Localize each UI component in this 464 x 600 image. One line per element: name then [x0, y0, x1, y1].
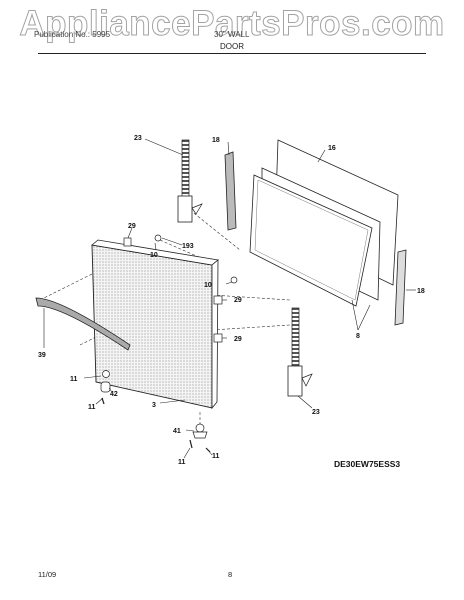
callout-29-low: 29 — [234, 336, 242, 343]
model-number: DE30EW75ESS3 — [334, 459, 401, 469]
callout-42: 42 — [110, 391, 118, 398]
callout-labels: 23 18 16 29 193 10 10 29 18 8 39 29 11 4… — [38, 135, 425, 466]
glass-panels-part-8 — [249, 167, 381, 307]
callout-41: 41 — [173, 428, 181, 435]
watermark: AppliancePartsPros.com — [19, 4, 445, 44]
callout-193: 193 — [182, 243, 194, 250]
callout-16: 16 — [328, 145, 336, 152]
hinge-part-23-top — [177, 139, 203, 223]
callout-11-left: 11 — [70, 376, 78, 383]
header-product: 30" WALL — [214, 30, 250, 39]
callout-3: 3 — [152, 402, 156, 409]
callout-18-top: 18 — [212, 137, 220, 144]
callout-8: 8 — [356, 333, 360, 340]
hinge-part-23-bottom — [287, 307, 313, 397]
callout-leaders — [43, 138, 416, 459]
callout-10-top: 10 — [150, 252, 158, 259]
gasket-part-18-right — [394, 249, 407, 326]
callout-11-bottom2: 11 — [212, 453, 220, 460]
callout-11-bottom: 11 — [178, 459, 186, 466]
callout-29-top: 29 — [128, 223, 136, 230]
callout-23-bottom: 23 — [312, 409, 320, 416]
header-rule — [38, 53, 426, 54]
callout-10-mid: 10 — [204, 282, 212, 289]
door-panel-part-3 — [91, 239, 219, 410]
page-title: DOOR — [220, 42, 244, 51]
footer-date: 11/09 — [38, 570, 57, 579]
callout-23-top: 23 — [134, 135, 142, 142]
fastener-parts — [100, 234, 238, 453]
footer-page-number: 8 — [228, 570, 233, 579]
header-publication: Publication No.: 5995 — [34, 30, 111, 39]
callout-11-left2: 11 — [88, 404, 96, 411]
door-handle-part-39 — [35, 297, 131, 351]
callout-29-mid: 29 — [234, 297, 242, 304]
callout-18-right: 18 — [417, 288, 425, 295]
callout-39: 39 — [38, 352, 46, 359]
gasket-part-18-top — [224, 151, 237, 231]
